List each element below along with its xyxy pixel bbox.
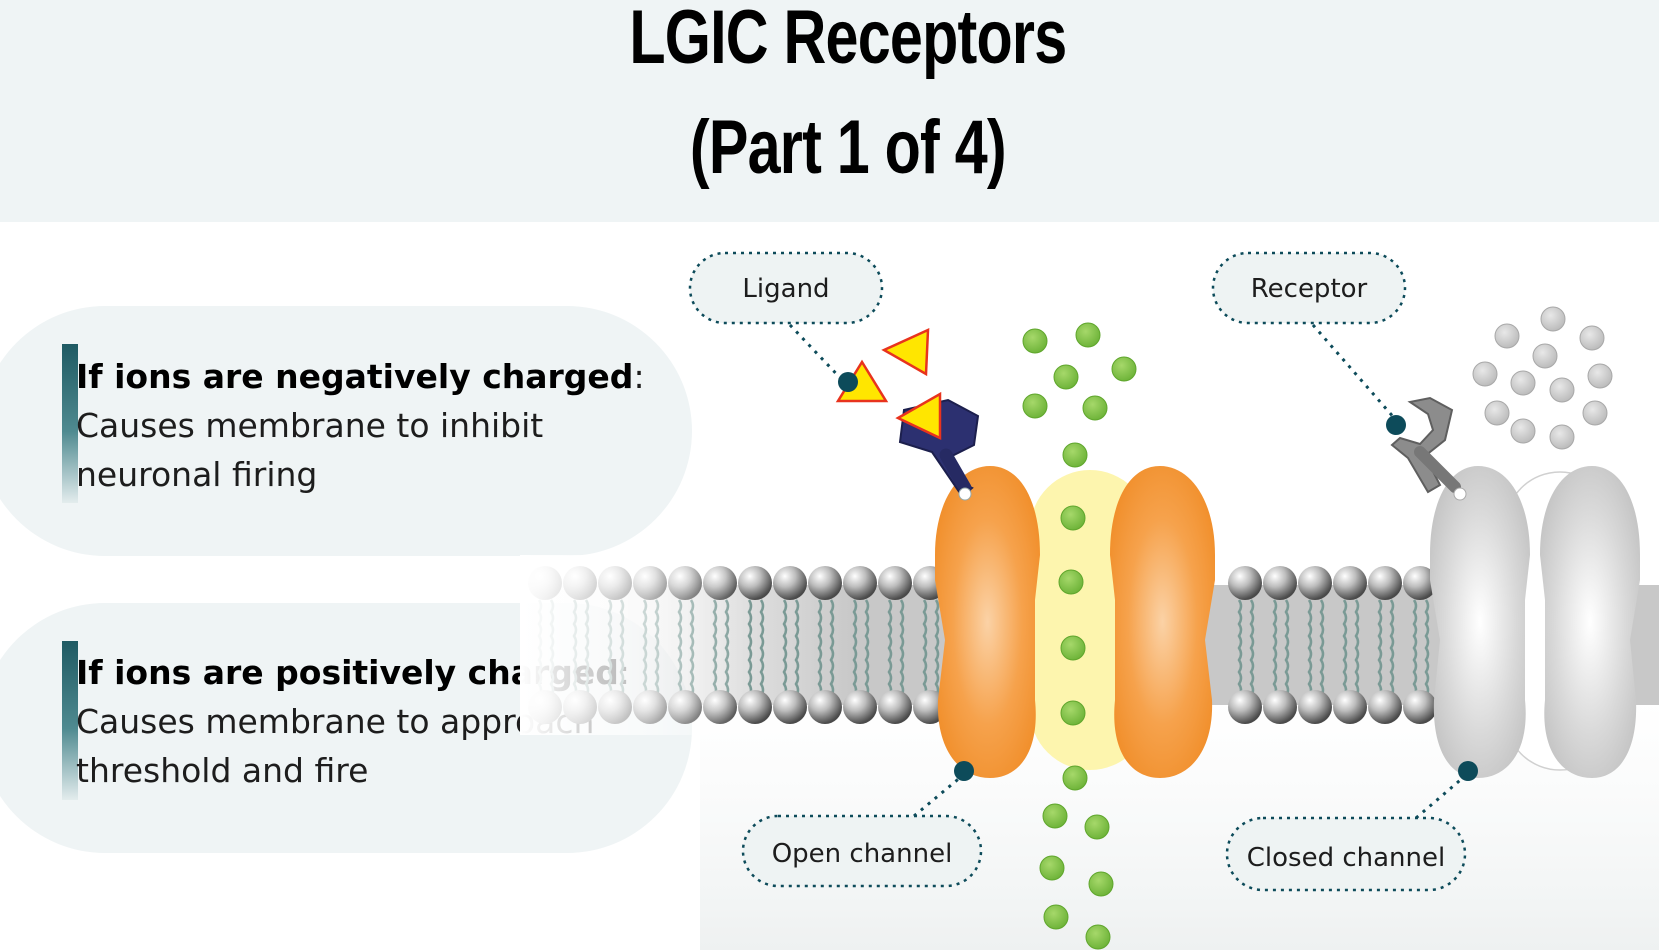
- lipid-tail: [1377, 599, 1383, 697]
- open-channel: [935, 466, 1215, 778]
- ion-particle: [1085, 924, 1111, 950]
- lipid-tail: [1389, 599, 1395, 697]
- open-channel-right-subunit: [1110, 466, 1215, 778]
- ion-particle: [1060, 635, 1086, 661]
- ion-particle: [1082, 395, 1108, 421]
- lipid-head: [1368, 690, 1402, 724]
- lipid-head: [1298, 690, 1332, 724]
- closed-channel: [1430, 466, 1640, 778]
- lipid-tail: [1272, 599, 1278, 697]
- lipid-head: [1403, 690, 1437, 724]
- lipid-head: [1333, 566, 1367, 600]
- lipid-head: [1298, 566, 1332, 600]
- lipid-head: [1263, 566, 1297, 600]
- info-card-negative: [0, 306, 692, 556]
- ligand-label: Ligand: [742, 274, 829, 304]
- ion-particle: [1587, 363, 1613, 389]
- closed-receptor-site: [1390, 396, 1467, 501]
- lipid-tail: [1237, 599, 1243, 697]
- ion-particle-icon: [1472, 306, 1613, 450]
- lipid-tail: [1354, 599, 1360, 697]
- ion-particle: [1540, 306, 1566, 332]
- callout-ligand: Ligand: [688, 251, 884, 392]
- ion-particle: [1084, 814, 1110, 840]
- lipid-head: [1368, 566, 1402, 600]
- ion-particle: [1484, 400, 1510, 426]
- lipid-head: [1228, 566, 1262, 600]
- info-text-negative: If ions are negatively charged: Causes m…: [76, 352, 676, 499]
- ion-particle: [1472, 361, 1498, 387]
- ion-particle: [1022, 328, 1048, 354]
- ion-particle: [1022, 393, 1048, 419]
- ion-particle: [1062, 442, 1088, 468]
- closed-channel-left-subunit: [1430, 466, 1530, 778]
- callout-open-channel: Open channel: [741, 761, 983, 888]
- closed-channel-label: Closed channel: [1247, 843, 1445, 873]
- ion-particle: [1062, 765, 1088, 791]
- ion-particle: [1510, 370, 1536, 396]
- ion-particle: [1060, 505, 1086, 531]
- ion-particle: [1042, 803, 1068, 829]
- page-subtitle: (Part 1 of 4): [689, 105, 1007, 190]
- lipid-tail: [1424, 599, 1430, 697]
- lipid-head: [1403, 566, 1437, 600]
- ion-particle: [1058, 569, 1084, 595]
- ion-particle: [1579, 325, 1605, 351]
- receptor-label: Receptor: [1251, 274, 1368, 304]
- ion-particle-icon: [1022, 322, 1137, 950]
- ion-particle: [1060, 700, 1086, 726]
- ion-particle: [1075, 322, 1101, 348]
- info-line: Causes membrane to approach: [76, 702, 595, 741]
- ion-particle: [1088, 871, 1114, 897]
- info-line: Causes membrane to inhibit: [76, 406, 544, 445]
- lipid-head: [1228, 690, 1262, 724]
- lgic-diagram: Ligand Receptor Open channel Closed chan…: [520, 251, 1659, 950]
- header-banner: LGIC Receptors (Part 1 of 4): [0, 0, 1659, 222]
- lipid-head: [1263, 690, 1297, 724]
- lipid-tail: [1342, 599, 1348, 697]
- ion-particle: [1549, 377, 1575, 403]
- info-heading: If ions are negatively charged: [76, 357, 634, 396]
- closed-channel-right-subunit: [1540, 466, 1640, 778]
- lipid-tail: [1319, 599, 1325, 697]
- page-title: LGIC Receptors: [629, 0, 1067, 80]
- info-colon: :: [633, 357, 645, 396]
- ion-particle: [1549, 424, 1575, 450]
- accent-bar: [62, 344, 78, 503]
- lipid-tail: [1307, 599, 1313, 697]
- lipid-head: [1333, 690, 1367, 724]
- ion-particle: [1582, 400, 1608, 426]
- lipid-tail: [1284, 599, 1290, 697]
- ion-particle: [1111, 356, 1137, 382]
- accent-bar: [62, 641, 78, 800]
- ion-particle: [1053, 364, 1079, 390]
- callout-closed-channel: Closed channel: [1225, 761, 1478, 892]
- lipid-tail: [1412, 599, 1418, 697]
- open-channel-left-subunit: [935, 466, 1040, 778]
- ion-particle: [1043, 904, 1069, 930]
- callout-receptor: Receptor: [1211, 251, 1407, 435]
- open-channel-label: Open channel: [772, 839, 953, 869]
- ion-particle: [1510, 418, 1536, 444]
- ion-particle: [1532, 343, 1558, 369]
- info-line: neuronal firing: [76, 455, 318, 494]
- info-line: threshold and fire: [76, 751, 369, 790]
- ion-particle: [1039, 855, 1065, 881]
- ion-particle: [1494, 323, 1520, 349]
- lipid-tail: [1249, 599, 1255, 697]
